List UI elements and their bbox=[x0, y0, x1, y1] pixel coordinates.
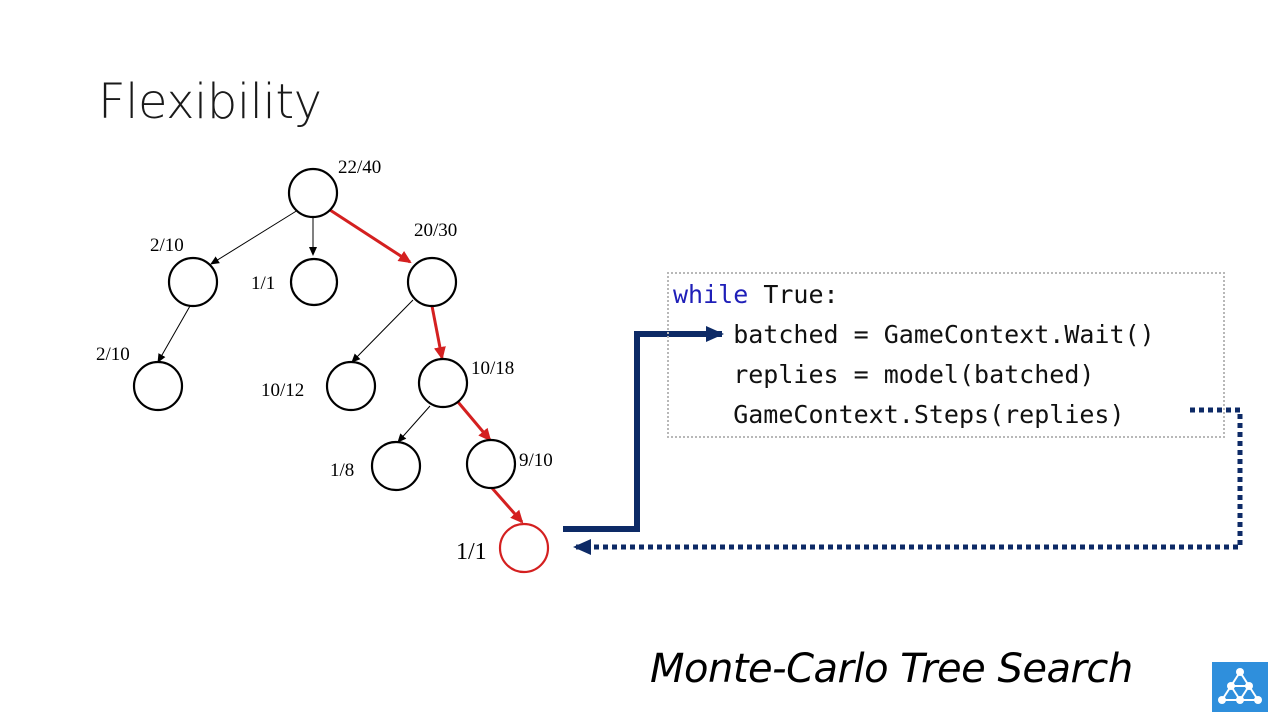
tree-node-a1 bbox=[132, 360, 184, 412]
code-true: True: bbox=[748, 280, 839, 309]
label-b: 1/1 bbox=[251, 273, 275, 294]
label-c: 20/30 bbox=[414, 220, 457, 241]
edge-root-a bbox=[210, 209, 299, 265]
code-line-replies: replies = model(batched) bbox=[673, 360, 1095, 389]
edge-a-a1 bbox=[157, 305, 191, 363]
label-a1: 2/10 bbox=[96, 344, 130, 365]
label-root: 22/40 bbox=[338, 157, 381, 178]
tree-node-c2a bbox=[370, 440, 422, 492]
tree-node-root bbox=[287, 167, 339, 219]
code-line-while: while True: bbox=[673, 280, 839, 309]
tree-node-a bbox=[167, 256, 219, 308]
code-box bbox=[667, 272, 1225, 438]
label-c1: 10/12 bbox=[261, 380, 304, 401]
tree-node-c2b bbox=[465, 438, 517, 490]
slide-subtitle: Monte-Carlo Tree Search bbox=[650, 646, 1133, 692]
edge-selected-c-c2 bbox=[430, 305, 446, 360]
edge-c-c1 bbox=[351, 299, 414, 363]
label-leaf: 1/1 bbox=[456, 539, 487, 565]
edge-selected-root-c bbox=[329, 208, 412, 264]
label-a: 2/10 bbox=[150, 235, 184, 256]
label-c2: 10/18 bbox=[471, 358, 514, 379]
label-c2b: 9/10 bbox=[519, 450, 553, 471]
arrow-from-steps bbox=[573, 407, 1243, 555]
code-line-batched: batched = GameContext.Wait() bbox=[673, 320, 1155, 349]
edge-selected-c2b-leaf bbox=[490, 487, 524, 524]
tree-node-c1 bbox=[325, 360, 377, 412]
logo bbox=[1212, 662, 1268, 712]
tree-node-b bbox=[289, 257, 339, 307]
tree-node-c2 bbox=[417, 357, 469, 409]
arrow-to-wait bbox=[563, 326, 724, 532]
edge-c2-c2a bbox=[397, 405, 431, 443]
tree-node-leaf bbox=[498, 522, 550, 574]
label-c2a: 1/8 bbox=[330, 460, 354, 481]
tree-node-c bbox=[406, 256, 458, 308]
slide-title: Flexibility bbox=[98, 74, 322, 130]
code-keyword-while: while bbox=[673, 280, 749, 309]
code-line-steps: GameContext.Steps(replies) bbox=[673, 400, 1125, 429]
network-logo-icon bbox=[1218, 668, 1262, 704]
edge-selected-c2-c2b bbox=[456, 401, 492, 442]
